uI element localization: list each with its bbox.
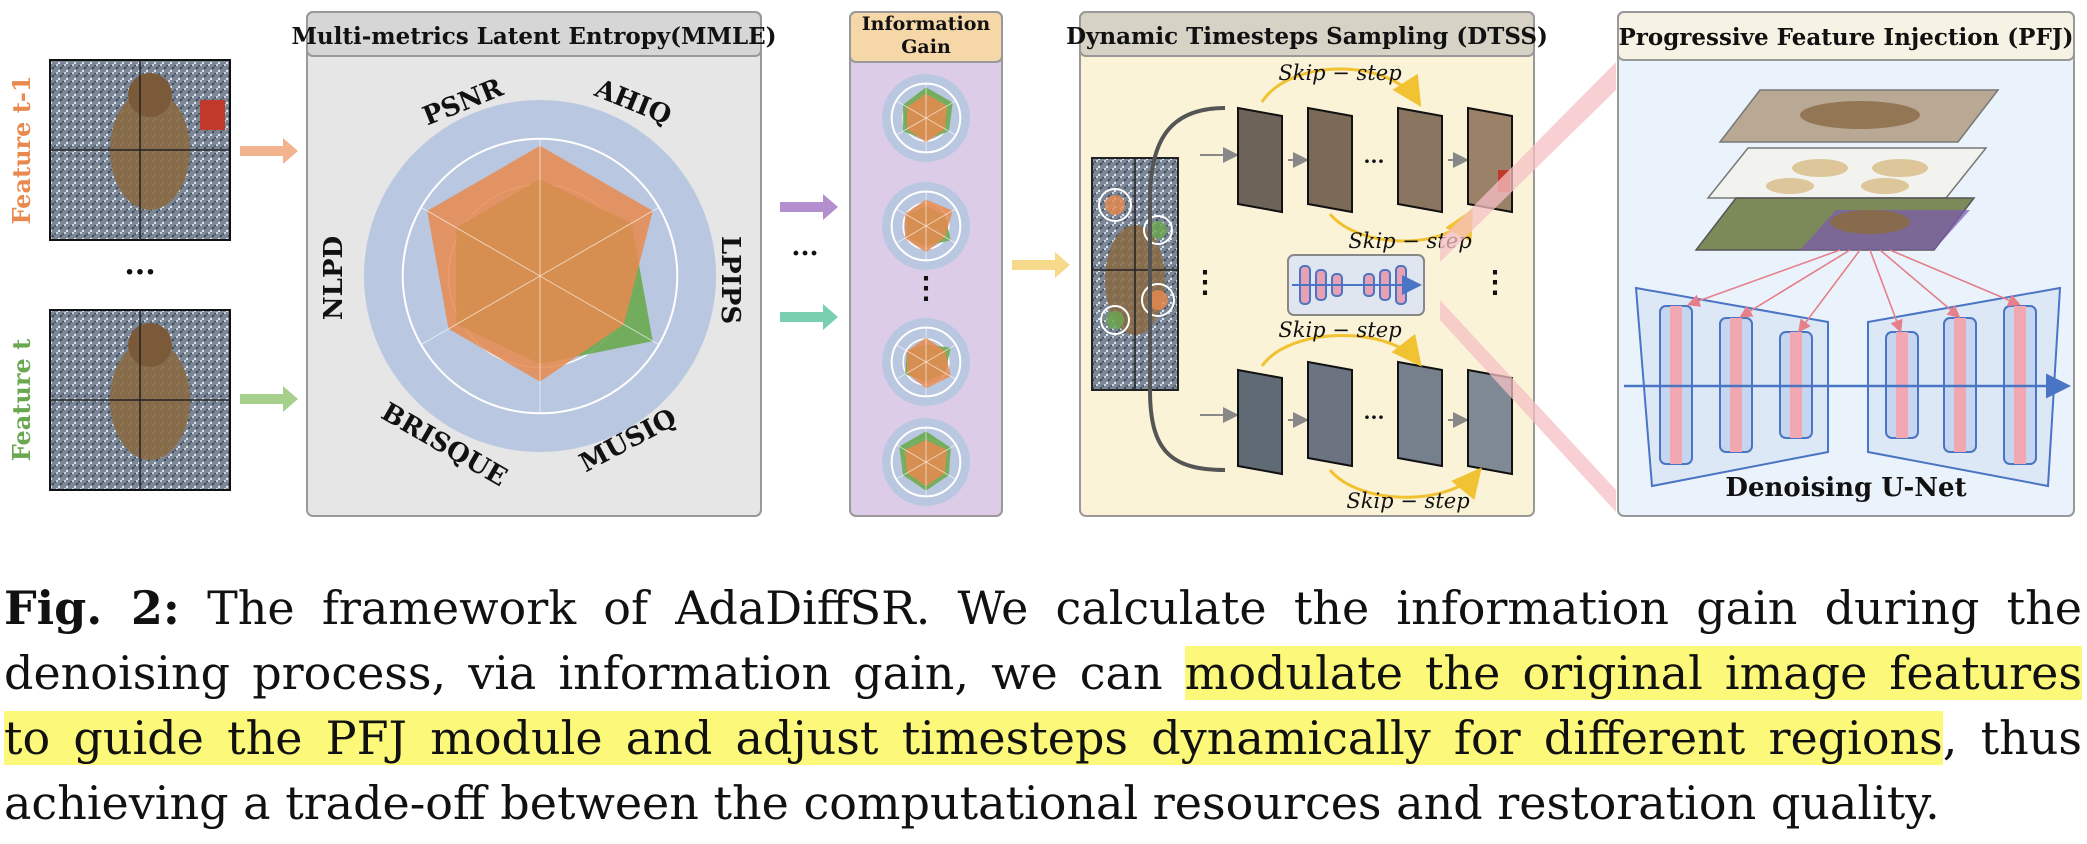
framework-diagram: Feature t-1 ··· Feature t Multi-metrics … xyxy=(7,11,2075,517)
caption-fig-label: Fig. 2: xyxy=(4,581,180,635)
dtss-top-sequence: ··· xyxy=(1200,67,1513,243)
info-gain-radar-3-spoke xyxy=(896,361,927,380)
mmle-radar-chart xyxy=(364,100,716,452)
caption-line-4: achieving a trade-off between the comput… xyxy=(4,776,1940,830)
mmle-radar-spoke xyxy=(420,206,541,277)
info-gain-title-line1: Information xyxy=(862,13,991,35)
dtss-skip-label-4: Skip − step xyxy=(1346,489,1469,513)
metric-nlpd: NLPD xyxy=(319,236,349,320)
between-ellipsis: ··· xyxy=(791,239,818,269)
caption-highlight-1: modulate the original image features xyxy=(1184,646,2082,700)
dtss-brace xyxy=(1148,106,1226,472)
dtss-title: Dynamic Timesteps Sampling (DTSS) xyxy=(1066,23,1548,50)
metric-lpips: LPIPS xyxy=(715,236,745,324)
feature-ellipsis: ··· xyxy=(124,255,155,290)
dtss-skip-label-3: Skip − step xyxy=(1278,318,1401,342)
pfj-unet xyxy=(1624,249,2071,488)
caption-highlight-2: to guide the PFJ module and adjust times… xyxy=(4,711,1943,765)
caption-line-2: denoising process, via information gain,… xyxy=(4,641,2082,706)
info-gain-mini-radars xyxy=(882,74,970,506)
mmle-radar-spoke xyxy=(539,206,660,277)
arrow-yellow xyxy=(1012,252,1070,278)
info-gain-ellipsis: ⋮ xyxy=(911,271,941,306)
info-gain-radar-4-spoke xyxy=(896,461,927,480)
info-gain-radar-1-spoke xyxy=(925,117,956,136)
feature-t-minus-1-label: Feature t-1 xyxy=(7,75,36,224)
dtss-bottom-sequence: ··· xyxy=(1200,333,1513,501)
mmle-radar-spoke xyxy=(420,275,541,346)
info-gain-radar-4-spoke xyxy=(925,444,956,463)
svg-text:···: ··· xyxy=(1364,405,1385,429)
info-gain-radar-1-spoke xyxy=(925,100,956,119)
feature-t-minus-1-image xyxy=(49,59,231,241)
caption-line2-text: denoising process, via information gain,… xyxy=(4,646,1185,700)
info-gain-radar-2-orange-area xyxy=(905,199,953,253)
info-gain-radar-2-spoke xyxy=(925,208,956,227)
dtss-unet-icon xyxy=(1287,254,1425,316)
dtss-vertical-ellipsis-right: ⋮ xyxy=(1480,265,1510,300)
figure-caption: Fig. 2: The framework of AdaDiffSR. We c… xyxy=(4,576,2082,836)
info-gain-radar-3-spoke xyxy=(925,344,956,363)
mmle-radar-spoke xyxy=(539,275,660,346)
feature-t-image xyxy=(49,309,231,491)
info-gain-radar-1-spoke xyxy=(896,117,927,136)
info-gain-radar-2-spoke xyxy=(896,225,927,244)
arrow-teal xyxy=(780,304,838,330)
zoom-connector xyxy=(1440,62,1616,512)
mmle-title: Multi-metrics Latent Entropy(MMLE) xyxy=(291,23,776,50)
arrow-purple xyxy=(780,194,838,220)
svg-text:···: ··· xyxy=(1364,149,1385,173)
dtss-skip-label-1: Skip − step xyxy=(1278,61,1401,85)
caption-line3-text: , thus xyxy=(1942,711,2083,765)
info-gain-title-line2: Gain xyxy=(901,36,951,58)
info-gain-radar-1-spoke xyxy=(896,100,927,119)
pfj-unet-label: Denoising U-Net xyxy=(1725,473,1966,503)
caption-line-3: to guide the PFJ module and adjust times… xyxy=(4,706,2082,771)
dtss-vertical-ellipsis-left: ⋮ xyxy=(1190,265,1220,300)
info-gain-radar-3-spoke xyxy=(896,344,927,363)
caption-line1-text: The framework of AdaDiffSR. We calculate… xyxy=(207,581,2082,635)
pfj-feature-planes xyxy=(1694,89,2000,251)
caption-line-1: Fig. 2: The framework of AdaDiffSR. We c… xyxy=(4,576,2082,641)
info-gain-radar-4-spoke xyxy=(896,444,927,463)
info-gain-radar-2-spoke xyxy=(896,208,927,227)
info-gain-radar-3-spoke xyxy=(925,361,956,380)
info-gain-radar-2-spoke xyxy=(925,225,956,244)
feature-t-label: Feature t xyxy=(7,339,36,461)
arrow-green-1 xyxy=(240,386,298,412)
pfj-title: Progressive Feature Injection (PFJ) xyxy=(1618,24,2073,51)
arrow-orange-1 xyxy=(240,138,298,164)
info-gain-radar-4-spoke xyxy=(925,461,956,480)
dtss-input-image xyxy=(1091,157,1179,391)
